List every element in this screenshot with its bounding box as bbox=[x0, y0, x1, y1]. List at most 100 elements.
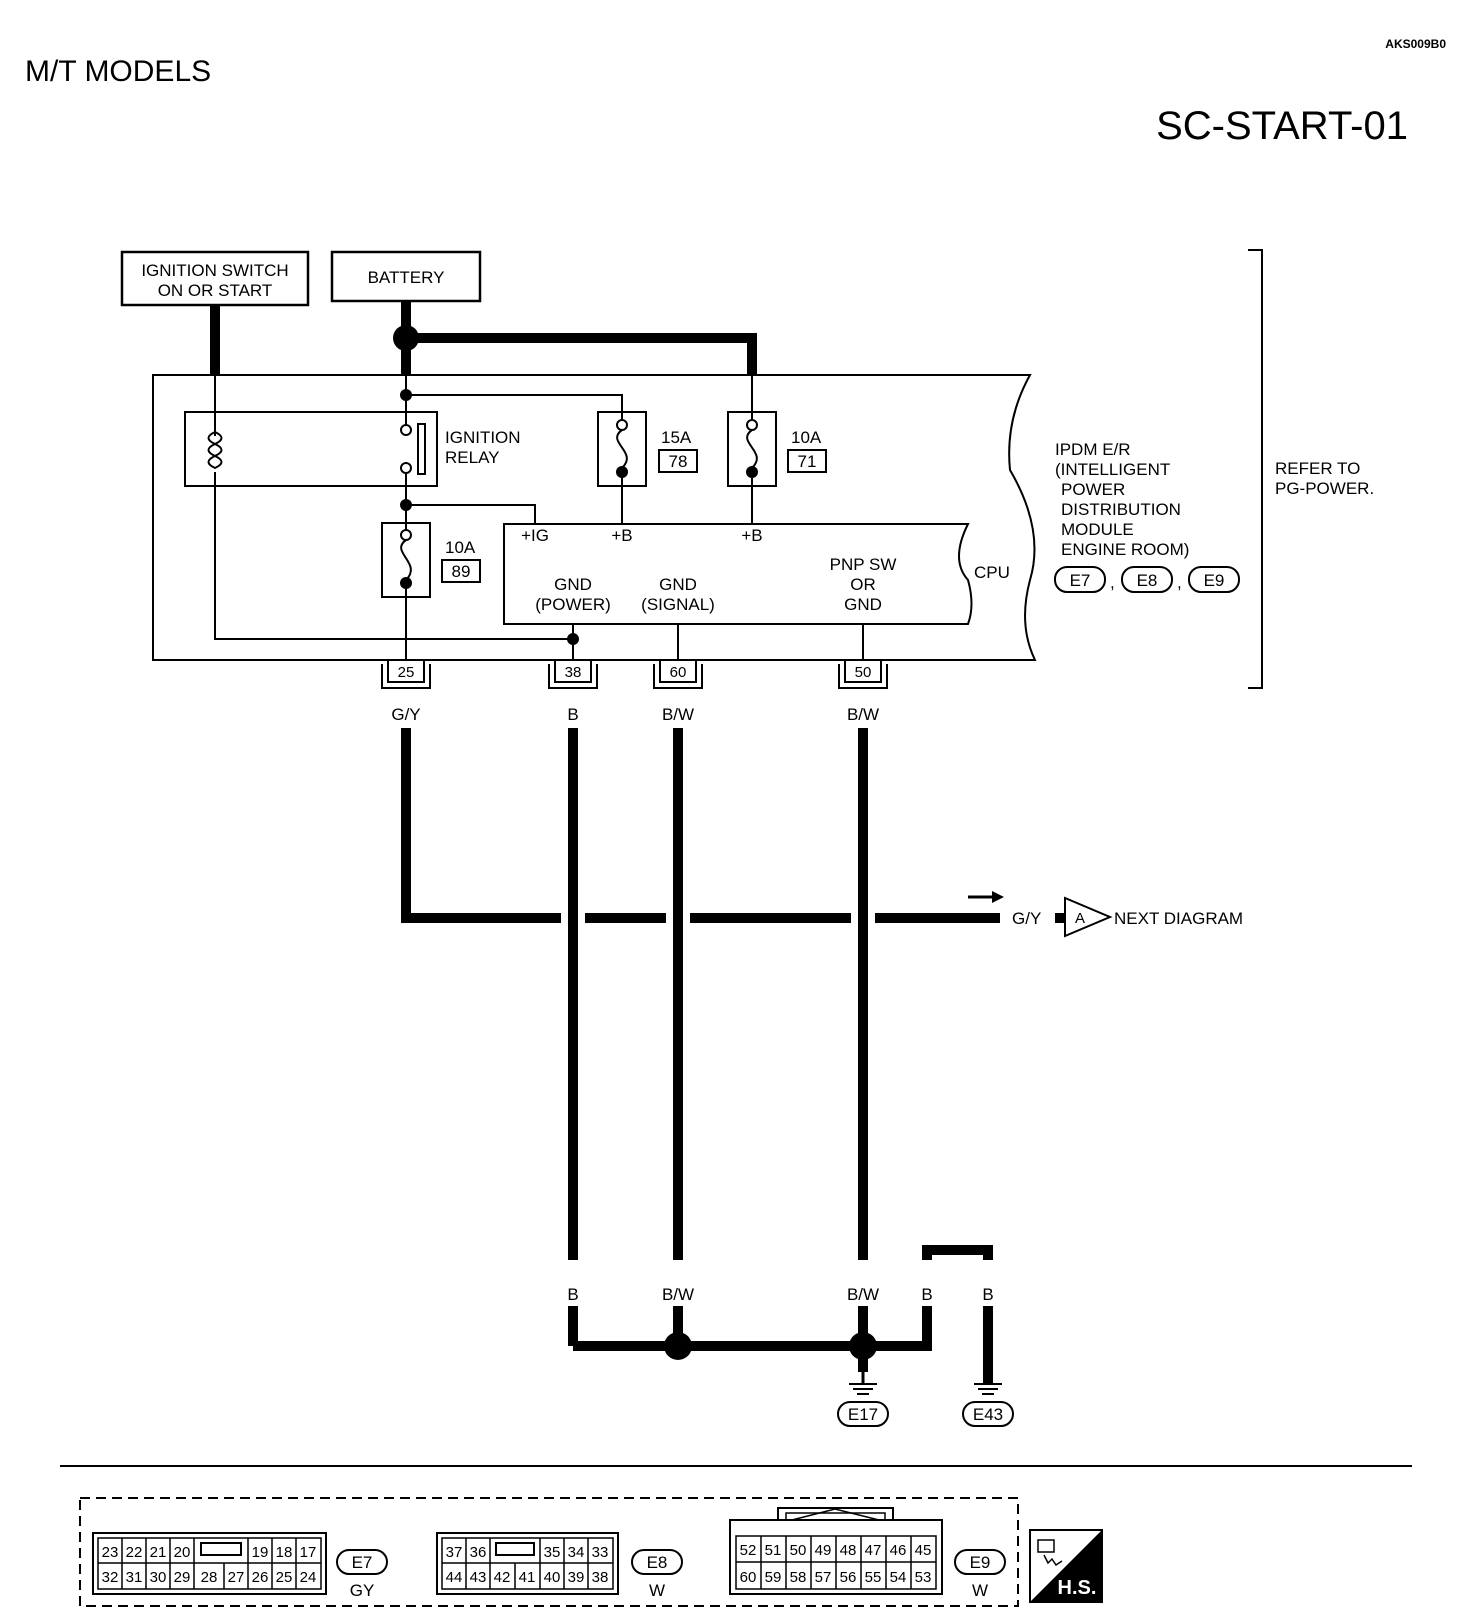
terminal-60-pin: 60 bbox=[670, 664, 687, 681]
e8-id: E8 bbox=[647, 1553, 668, 1572]
fuse-71: 10A 71 bbox=[727, 411, 827, 487]
module-bracket bbox=[1248, 249, 1263, 689]
module-name-5: MODULE bbox=[1061, 520, 1134, 539]
e7-pin-17: 17 bbox=[300, 1544, 317, 1561]
model-title: M/T MODELS bbox=[25, 55, 211, 88]
ground-wire-label-1: B bbox=[567, 1285, 578, 1304]
gnd-signal-1: GND bbox=[659, 575, 697, 594]
cpu-block: +IG +B +B GND (POWER) GND (SIGNAL) PNP S… bbox=[503, 523, 1010, 625]
image-code: AKS009B0 bbox=[1385, 37, 1446, 51]
e8-pin-33: 33 bbox=[592, 1544, 609, 1561]
connector-sep-2: , bbox=[1177, 573, 1182, 592]
e9-pin-50: 50 bbox=[790, 1542, 807, 1559]
diagram-id: SC-START-01 bbox=[1156, 104, 1408, 148]
next-diagram-label: NEXT DIAGRAM bbox=[1114, 909, 1243, 928]
ground-wire-label-5: B bbox=[982, 1285, 993, 1304]
battery-label: BATTERY bbox=[368, 268, 445, 287]
ground-e43: E43 bbox=[962, 1383, 1014, 1427]
module-name-3: POWER bbox=[1061, 480, 1125, 499]
terminal-38-pin: 38 bbox=[565, 664, 582, 681]
terminal-60-wire: B/W bbox=[662, 705, 694, 724]
terminal-50-pin: 50 bbox=[855, 664, 872, 681]
pnp-3: GND bbox=[844, 595, 882, 614]
connector-e9-ref: E9 bbox=[1204, 571, 1225, 590]
next-marker-letter: A bbox=[1075, 910, 1085, 927]
refer-2: PG-POWER. bbox=[1275, 479, 1374, 498]
e9-pin-58: 58 bbox=[790, 1569, 807, 1586]
pnp-2: OR bbox=[850, 575, 876, 594]
fuse-78-rating: 15A bbox=[661, 428, 692, 447]
module-description: IPDM E/R (INTELLIGENT POWER DISTRIBUTION… bbox=[1054, 440, 1240, 593]
ground-e17-label: E17 bbox=[848, 1405, 878, 1424]
e7-pin-31: 31 bbox=[126, 1569, 143, 1586]
e7-pin-26: 26 bbox=[252, 1569, 269, 1586]
ground-e17: E17 bbox=[837, 1372, 889, 1427]
e7-pin-32: 32 bbox=[102, 1569, 119, 1586]
cpu-input-ig: +IG bbox=[521, 526, 549, 545]
terminal-50-wire: B/W bbox=[847, 705, 879, 724]
connector-face-e9: 52 51 50 49 48 47 46 45 60 59 58 57 56 5… bbox=[729, 1507, 1006, 1600]
e7-pin-25: 25 bbox=[276, 1569, 293, 1586]
terminal-50: 50 B/W bbox=[838, 659, 888, 724]
terminal-60: 60 B/W bbox=[653, 659, 703, 724]
battery-box: BATTERY bbox=[330, 250, 482, 303]
next-wire-color: G/Y bbox=[1012, 909, 1041, 928]
ignition-switch-line2: ON OR START bbox=[158, 281, 273, 300]
cpu-input-b1: +B bbox=[611, 526, 632, 545]
fuse-71-number: 71 bbox=[798, 452, 817, 471]
ignition-switch-box: IGNITION SWITCH ON OR START bbox=[120, 250, 310, 307]
e8-pin-39: 39 bbox=[568, 1569, 585, 1586]
e9-color: W bbox=[972, 1581, 988, 1600]
e7-pin-30: 30 bbox=[150, 1569, 167, 1586]
e7-pin-22: 22 bbox=[126, 1544, 143, 1561]
terminal-25-pin: 25 bbox=[398, 664, 415, 681]
terminal-25-wire: G/Y bbox=[391, 705, 420, 724]
fuse-78: 15A 78 bbox=[597, 411, 698, 487]
e9-pin-51: 51 bbox=[765, 1542, 782, 1559]
e8-pin-44: 44 bbox=[446, 1569, 463, 1586]
module-name-4: DISTRIBUTION bbox=[1061, 500, 1181, 519]
ignition-switch-line1: IGNITION SWITCH bbox=[141, 261, 288, 280]
e8-pin-41: 41 bbox=[519, 1569, 536, 1586]
next-diagram-marker bbox=[1064, 896, 1113, 938]
e8-pin-42: 42 bbox=[494, 1569, 511, 1586]
connector-views-frame bbox=[79, 1497, 1019, 1607]
e8-pin-40: 40 bbox=[544, 1569, 561, 1586]
module-name-2: (INTELLIGENT bbox=[1055, 460, 1170, 479]
e9-id: E9 bbox=[970, 1553, 991, 1572]
refer-1: REFER TO bbox=[1275, 459, 1360, 478]
e8-pin-34: 34 bbox=[568, 1544, 585, 1561]
fuse-89: 10A 89 bbox=[381, 522, 481, 598]
e7-pin-24: 24 bbox=[300, 1569, 317, 1586]
e9-pin-46: 46 bbox=[890, 1542, 907, 1559]
connector-sep-1: , bbox=[1110, 573, 1115, 592]
gnd-power-2: (POWER) bbox=[535, 595, 611, 614]
gnd-signal-2: (SIGNAL) bbox=[641, 595, 715, 614]
e7-pin-20: 20 bbox=[174, 1544, 191, 1561]
e9-pin-54: 54 bbox=[890, 1569, 907, 1586]
relay-label-2: RELAY bbox=[445, 448, 500, 467]
e8-pin-43: 43 bbox=[470, 1569, 487, 1586]
terminal-38-wire: B bbox=[567, 705, 578, 724]
e8-pin-36: 36 bbox=[470, 1544, 487, 1561]
e9-pin-48: 48 bbox=[840, 1542, 857, 1559]
e9-pin-60: 60 bbox=[740, 1569, 757, 1586]
e9-pin-57: 57 bbox=[815, 1569, 832, 1586]
relay-label-1: IGNITION bbox=[445, 428, 521, 447]
e7-pin-27: 27 bbox=[228, 1569, 245, 1586]
ground-junction-1 bbox=[664, 1332, 692, 1360]
battery-junction bbox=[393, 325, 419, 351]
cpu-label: CPU bbox=[974, 563, 1010, 582]
e7-pin-29: 29 bbox=[174, 1569, 191, 1586]
e8-pin-35: 35 bbox=[544, 1544, 561, 1561]
e7-pin-21: 21 bbox=[150, 1544, 167, 1561]
e9-pin-45: 45 bbox=[915, 1542, 932, 1559]
fuse-89-rating: 10A bbox=[445, 538, 476, 557]
e9-pin-49: 49 bbox=[815, 1542, 832, 1559]
pnp-1: PNP SW bbox=[830, 555, 897, 574]
e9-pin-53: 53 bbox=[915, 1569, 932, 1586]
direction-arrow bbox=[968, 891, 1004, 903]
ipdm-outline bbox=[152, 374, 1037, 661]
connector-e7-ref: E7 bbox=[1070, 571, 1091, 590]
fuse-78-number: 78 bbox=[669, 452, 688, 471]
